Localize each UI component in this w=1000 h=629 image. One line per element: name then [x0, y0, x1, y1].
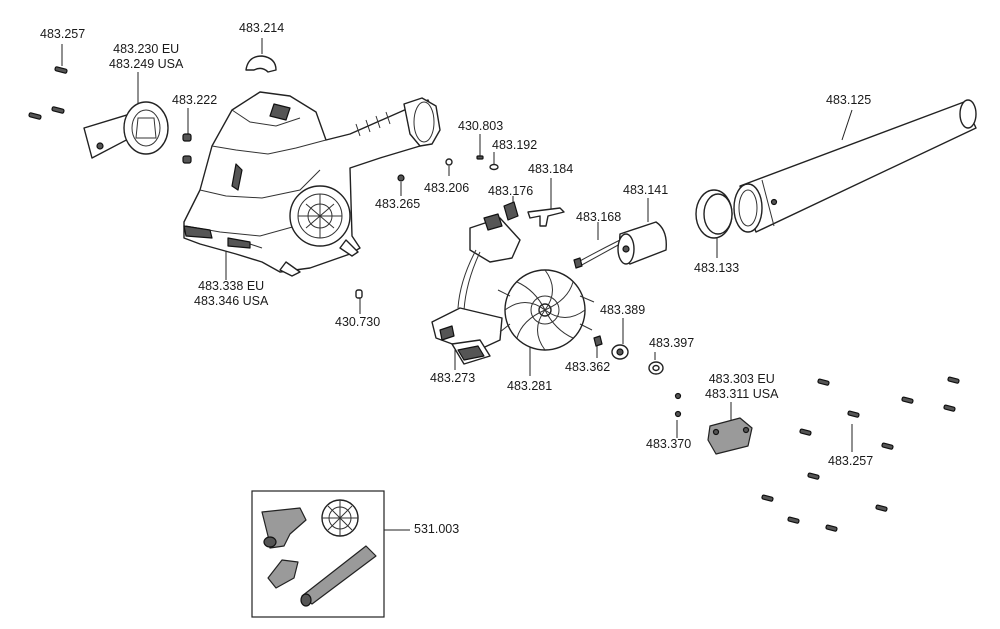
ring-part: [695, 189, 733, 239]
screws-483-222: [182, 133, 192, 164]
switch-cover-part: [83, 101, 169, 159]
label-483-133: 483.133: [694, 261, 740, 275]
label-483-230-249: 483.230 EU 483.249 USA: [109, 42, 184, 71]
motor-part: [617, 221, 667, 265]
label-483-206: 483.206: [424, 181, 470, 195]
accessory-kit: [251, 490, 385, 618]
battery-latch-part: [707, 417, 753, 455]
screws-bottom-right: [761, 376, 960, 532]
label-483-222: 483.222: [172, 93, 218, 107]
label-430-803: 430.803: [458, 119, 504, 133]
fan-part: [497, 269, 595, 351]
label-483-141: 483.141: [623, 183, 669, 197]
screws-top-left: [28, 66, 68, 120]
label-483-214: 483.214: [239, 21, 285, 35]
small-parts: [355, 155, 664, 375]
wire-part: [573, 239, 621, 269]
label-483-370: 483.370: [646, 437, 692, 451]
cap-part: [245, 55, 277, 73]
label-483-338-346: 483.338 EU 483.346 USA: [194, 279, 269, 308]
label-483-265: 483.265: [375, 197, 421, 211]
label-483-389: 483.389: [600, 303, 646, 317]
label-483-184: 483.184: [528, 162, 574, 176]
label-483-125: 483.125: [826, 93, 872, 107]
label-483-281: 483.281: [507, 379, 553, 393]
label-531-003: 531.003: [414, 522, 460, 536]
blower-tube-part: [733, 99, 977, 233]
label-483-397: 483.397: [649, 336, 695, 350]
label-483-362: 483.362: [565, 360, 611, 374]
label-483-192: 483.192: [492, 138, 538, 152]
label-483-176: 483.176: [488, 184, 534, 198]
leader-lines: [61, 38, 853, 531]
label-483-257-top: 483.257: [40, 27, 86, 41]
label-483-303-311: 483.303 EU 483.311 USA: [705, 372, 779, 401]
main-housing: [183, 91, 441, 277]
label-483-273: 483.273: [430, 371, 476, 385]
label-483-168: 483.168: [576, 210, 622, 224]
label-430-730: 430.730: [335, 315, 381, 329]
screws-483-370: [674, 392, 682, 418]
label-483-257-bottom: 483.257: [828, 454, 874, 468]
control-module-part: [431, 213, 521, 365]
